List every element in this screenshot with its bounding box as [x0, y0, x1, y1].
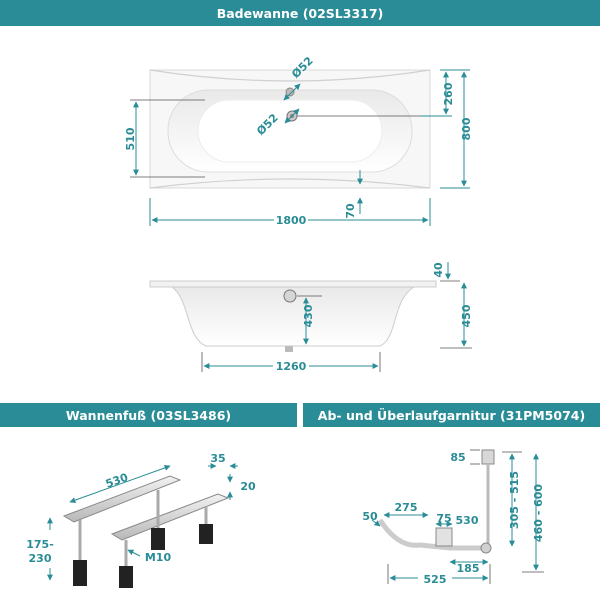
dim-drain-pipe-b: 530 — [456, 514, 479, 527]
tub-side-rim — [149, 280, 437, 288]
drain-pipe — [377, 518, 488, 551]
dim-foot-width: 35 — [210, 452, 225, 465]
drain-section-title: Ab- und Überlaufgarnitur (31PM5074) — [317, 407, 586, 423]
dim-foot-thread: M10 — [145, 551, 172, 564]
dim-drain-offset: 185 — [457, 562, 480, 575]
tub-section-banner: Badewanne (02SL3317) — [0, 0, 600, 26]
dim-rim-offset: 70 — [344, 203, 357, 219]
dim-rim-height: 40 — [432, 262, 445, 278]
feet-section-title: Wannenfuß (03SL3486) — [65, 407, 232, 423]
drain-set-drawing: 85 305 - 515 460 - 600 50 275 75 530 185… — [362, 449, 545, 586]
tub-side-view: 40 450 430 1260 — [149, 262, 473, 373]
side-overflow-fitting — [283, 289, 297, 303]
tub-side-body — [170, 286, 416, 347]
overflow-head — [481, 449, 495, 465]
foot-leg-2 — [151, 528, 165, 550]
dim-drain-vertical: 305 - 515 — [508, 471, 521, 529]
overflow-fitting — [285, 87, 295, 97]
drain-trap — [435, 527, 453, 547]
dim-drain-pipe-a: 75 — [436, 512, 451, 525]
dim-depth: 800 — [460, 117, 473, 140]
foot-rail-back — [110, 493, 230, 541]
tub-rim-top — [149, 69, 431, 82]
dim-drain-horizontal: 275 — [395, 501, 418, 514]
dim-inner-width: 510 — [124, 127, 137, 150]
dim-foot-height: 20 — [240, 480, 256, 493]
drain-section-banner: Ab- und Überlaufgarnitur (31PM5074) — [303, 403, 600, 427]
foot-leg-1 — [73, 560, 87, 586]
foot-leg-4 — [199, 524, 213, 544]
dim-drain-top: 85 — [450, 451, 465, 464]
dim-drain-total: 460 - 600 — [532, 484, 545, 542]
dim-drain-elbow: 50 — [362, 510, 378, 523]
dim-drain-height: 430 — [302, 304, 315, 327]
tub-basin-floor — [197, 99, 383, 163]
foot-leg-3 — [119, 566, 133, 588]
tub-top-view: 1800 800 260 510 70 Ø52 Ø52 — [124, 54, 473, 227]
dim-width: 1800 — [276, 214, 307, 227]
tub-section-title: Badewanne (02SL3317) — [216, 5, 384, 21]
dim-drain-length: 525 — [424, 573, 447, 586]
feet-drawing: 530 35 20 175- 230 M10 — [26, 452, 256, 588]
dim-drain-offset: 260 — [442, 82, 455, 105]
dim-total-height: 450 — [460, 304, 473, 327]
feet-section-banner: Wannenfuß (03SL3486) — [0, 403, 297, 427]
dim-foot-adjust-top: 175- — [26, 538, 54, 551]
dim-bottom-length: 1260 — [276, 360, 307, 373]
dim-foot-adjust-bottom: 230 — [29, 552, 52, 565]
dim-foot-length: 530 — [104, 471, 130, 491]
tub-rim-bottom — [149, 178, 431, 189]
